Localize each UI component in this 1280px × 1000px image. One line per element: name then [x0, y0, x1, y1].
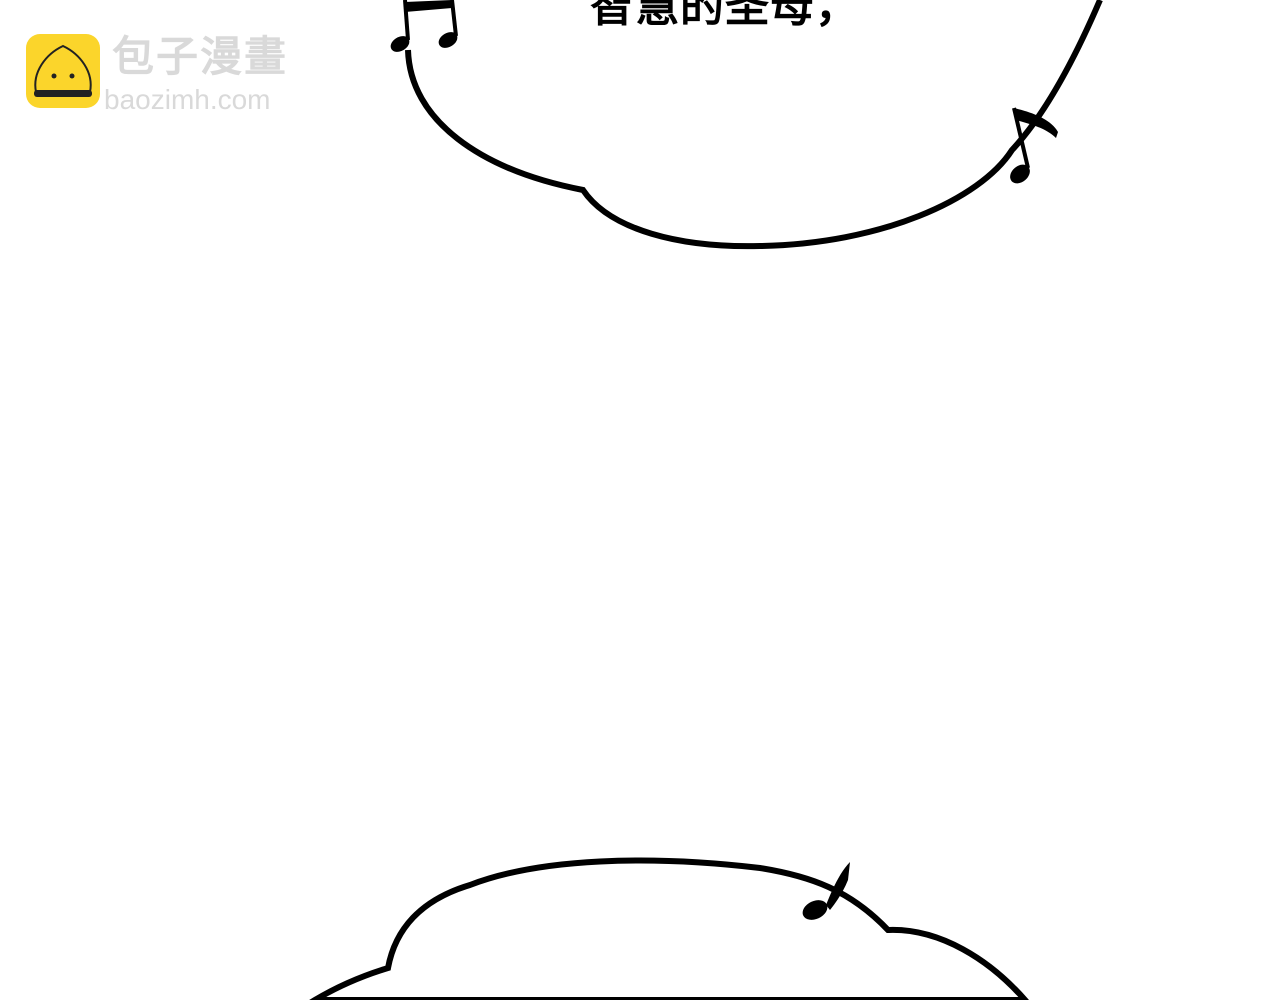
speech-text: 智慧的圣母，	[590, 0, 860, 32]
watermark-domain: baozimh.com	[104, 84, 271, 115]
music-note-icon	[390, 0, 458, 52]
music-note-icon	[802, 862, 850, 920]
baozi-logo-icon	[26, 34, 100, 108]
watermark-name: 包子漫畫	[112, 32, 289, 81]
music-note-icon	[1010, 107, 1058, 184]
bun-icon	[34, 44, 92, 97]
speech-bubble-top	[405, 0, 1103, 250]
speech-bubble-bottom	[309, 857, 1029, 1000]
